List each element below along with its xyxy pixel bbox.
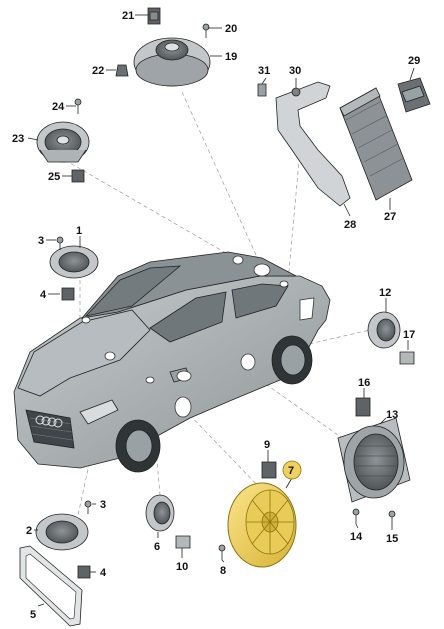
callout-25: 25	[48, 171, 60, 183]
callout-29: 29	[408, 55, 420, 67]
screw-3-upper	[56, 236, 64, 250]
audi-rings-logo	[35, 415, 63, 428]
callout-12: 12	[379, 287, 391, 299]
callout-4-lower: 4	[100, 567, 107, 579]
connector-25	[71, 169, 85, 183]
highlight-badge-7	[282, 460, 302, 480]
screw-14	[352, 508, 360, 524]
callout-9: 9	[264, 439, 270, 451]
control-unit-29	[397, 77, 431, 113]
bracket-28	[275, 81, 351, 207]
bracket-21	[147, 7, 161, 25]
speaker-7-highlighted	[227, 482, 297, 568]
callout-5: 5	[30, 609, 36, 621]
callout-2: 2	[26, 525, 32, 537]
speaker-13	[337, 417, 411, 503]
callout-13: 13	[386, 409, 398, 421]
front-wheel	[115, 419, 161, 473]
callout-14: 14	[350, 531, 363, 543]
speaker-23	[36, 121, 90, 163]
callout-28: 28	[344, 219, 356, 231]
callout-24: 24	[52, 101, 65, 113]
callout-15: 15	[386, 533, 398, 545]
callout-21: 21	[122, 10, 134, 22]
clip-22	[115, 64, 129, 77]
leader-lines	[27, 14, 415, 607]
callout-16: 16	[358, 377, 370, 389]
callout-7: 7	[288, 465, 294, 477]
callout-8: 8	[220, 565, 226, 577]
bracket-16	[355, 397, 371, 417]
screw-20	[202, 23, 210, 38]
callout-22: 22	[92, 65, 104, 77]
connector-10	[175, 535, 191, 549]
connector-17	[399, 351, 415, 365]
callout-1: 1	[76, 225, 82, 237]
speaker-1	[49, 245, 99, 279]
speaker-6	[145, 494, 175, 532]
callout-19: 19	[225, 51, 237, 63]
bolt-31	[257, 83, 267, 97]
car-body	[13, 251, 331, 473]
callout-31: 31	[258, 65, 270, 77]
callout-6: 6	[154, 541, 160, 553]
screw-24	[74, 98, 82, 114]
speaker-12	[367, 311, 401, 349]
screw-3-lower	[84, 500, 92, 514]
amplifier-27	[339, 87, 413, 201]
speaker-19	[133, 37, 211, 87]
callout-10: 10	[176, 561, 188, 573]
callout-4-upper: 4	[40, 289, 47, 301]
frame-5	[19, 545, 83, 627]
callout-3-lower: 3	[100, 499, 106, 511]
grille-slats	[29, 417, 74, 441]
bracket-9	[261, 461, 277, 479]
callout-17: 17	[403, 329, 415, 341]
connector-4-upper	[61, 287, 75, 301]
speaker-location-markers	[81, 255, 315, 418]
callout-numbers: 21 20 19 22 31 30 29 24 23 25 28 27 1 3 …	[12, 10, 420, 621]
screw-15	[388, 510, 396, 526]
rear-wheel	[271, 335, 313, 385]
callout-27: 27	[384, 211, 396, 223]
nut-30	[291, 87, 301, 97]
callout-3-upper: 3	[38, 235, 44, 247]
callout-30: 30	[289, 65, 301, 77]
speaker-2	[35, 513, 89, 551]
callout-23: 23	[12, 133, 24, 145]
screw-8	[218, 544, 226, 560]
callout-20: 20	[225, 23, 237, 35]
connector-4-lower	[77, 565, 91, 579]
